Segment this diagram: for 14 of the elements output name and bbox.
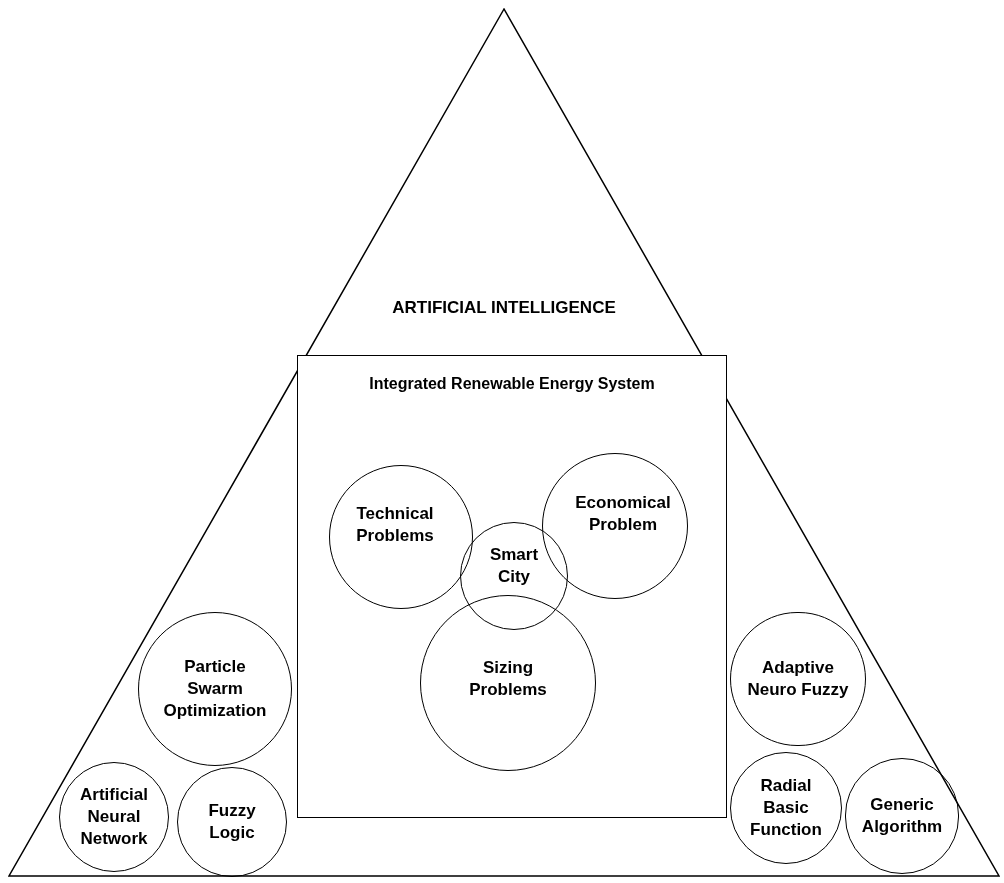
- circle-label: Smart City: [488, 543, 540, 588]
- triangle-title: ARTIFICIAL INTELLIGENCE: [392, 297, 616, 319]
- circle-label: Fuzzy Logic: [207, 799, 257, 844]
- system-box: [297, 355, 727, 818]
- circle-label: Adaptive Neuro Fuzzy: [746, 656, 850, 701]
- circle-label: Technical Problems: [355, 502, 435, 547]
- circle-label: Radial Basic Function: [749, 774, 823, 842]
- circle-label: Particle Swarm Optimization: [162, 655, 268, 723]
- circle-label: Generic Algorithm: [860, 793, 944, 838]
- circle-label: Artificial Neural Network: [79, 783, 149, 851]
- triangle: [8, 8, 1000, 877]
- circle-label: Economical Problem: [574, 491, 672, 536]
- circle-label: Sizing Problems: [468, 656, 548, 701]
- box-title: Integrated Renewable Energy System: [368, 374, 656, 394]
